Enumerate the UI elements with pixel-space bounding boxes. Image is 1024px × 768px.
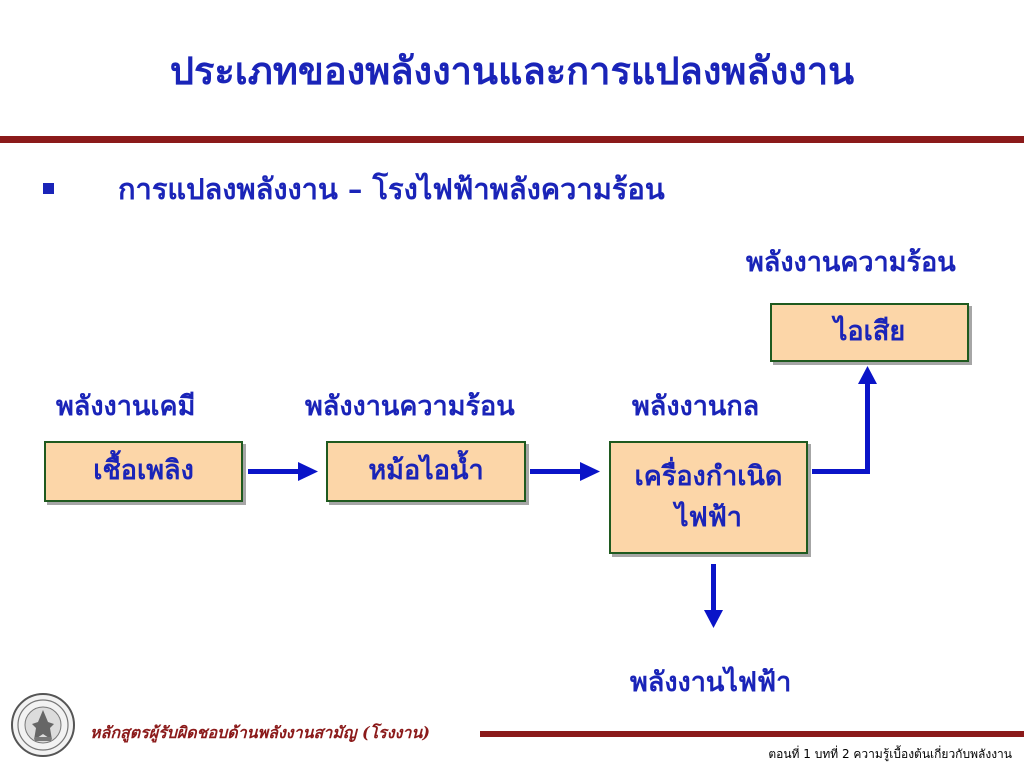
generator-box: เครื่องกำเนิด ไฟฟ้า (609, 441, 808, 554)
institution-seal-icon (11, 693, 75, 757)
arrow-generator-to-exhaust-horizontal (812, 469, 870, 474)
arrow-generator-to-exhaust-vertical (865, 382, 870, 474)
generator-box-label-line2: ไฟฟ้า (675, 501, 742, 533)
label-heat-energy-boiler: พลังงานความร้อน (305, 391, 515, 422)
footer-divider (480, 731, 1024, 737)
arrow-fuel-to-boiler (248, 469, 300, 474)
arrow-generator-to-exhaust-head (858, 366, 877, 384)
label-chemical-energy: พลังงานเคมี (56, 391, 196, 422)
slide-title: ประเภทของพลังงานและการแปลงพลังงาน (169, 48, 855, 93)
arrow-generator-to-electrical (711, 564, 716, 612)
arrow-fuel-to-boiler-head (298, 462, 318, 481)
exhaust-box-label: ไอเสีย (833, 316, 906, 348)
label-electrical-energy: พลังงานไฟฟ้า (630, 667, 792, 698)
exhaust-box: ไอเสีย (770, 303, 969, 362)
fuel-box: เชื้อเพลิง (44, 441, 243, 502)
boiler-box: หม้อไอน้ำ (326, 441, 526, 502)
boiler-box-label: หม้อไอน้ำ (368, 455, 484, 487)
label-mechanical-energy: พลังงานกล (632, 391, 760, 422)
footer-chapter-label: ตอนที่ 1 บทที่ 2 ความรู้เบื้องต้นเกี่ยวก… (768, 747, 1012, 761)
footer-course-title: หลักสูตรผู้รับผิดชอบด้านพลังงานสามัญ (โร… (90, 723, 430, 742)
label-heat-energy-waste: พลังงานความร้อน (746, 247, 956, 278)
arrow-boiler-to-generator (530, 469, 582, 474)
arrow-generator-to-electrical-head (704, 610, 723, 628)
title-divider (0, 136, 1024, 143)
fuel-box-label: เชื้อเพลิง (93, 455, 194, 487)
bullet-text: การแปลงพลังงาน – โรงไฟฟ้าพลังความร้อน (118, 172, 665, 206)
arrow-boiler-to-generator-head (580, 462, 600, 481)
generator-box-label-line1: เครื่องกำเนิด (634, 461, 783, 492)
bullet-marker (43, 183, 54, 194)
